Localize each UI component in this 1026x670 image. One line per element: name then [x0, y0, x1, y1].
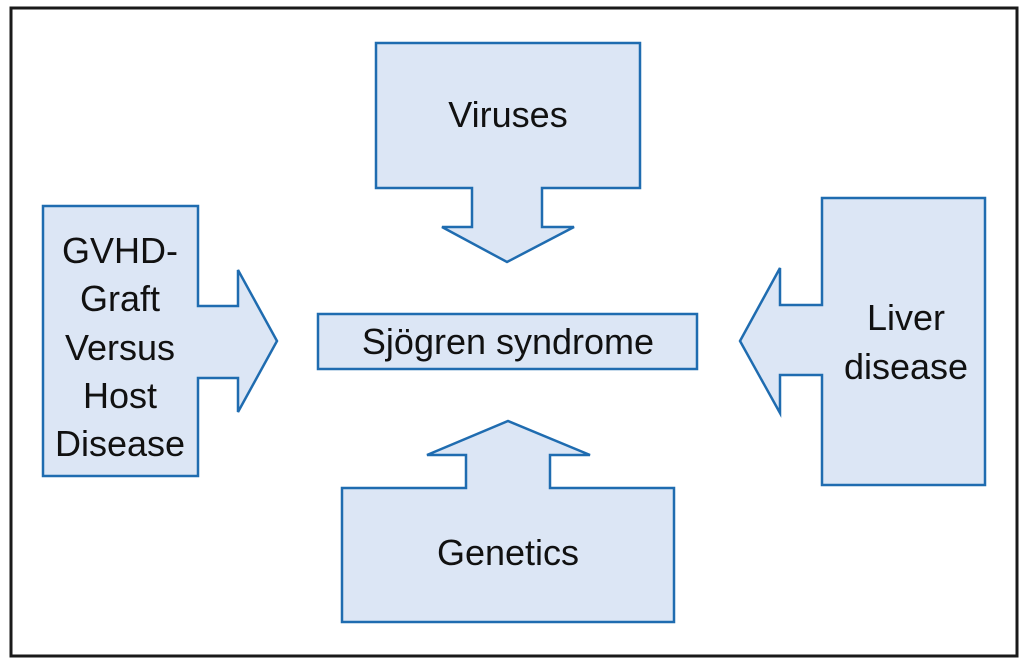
factor-bottom-arrow-box	[340, 419, 676, 624]
factor-bottom: Genetics	[340, 419, 676, 624]
center-box	[316, 312, 699, 371]
center-label: Sjögren syndrome	[362, 321, 654, 362]
factor-right: Liver disease	[738, 196, 987, 487]
factor-right-label-line-1: Liver	[867, 297, 945, 338]
center-node: Sjögren syndrome	[316, 312, 699, 371]
factor-right-label-line-2: disease	[844, 346, 968, 387]
factor-left-label-line-3: Versus	[65, 327, 175, 368]
factor-top-label: Viruses	[448, 94, 567, 135]
factor-right-arrow-box	[738, 196, 987, 487]
factor-left-label-line-2: Graft	[80, 278, 160, 319]
factor-top: Viruses	[374, 41, 642, 264]
factor-left-label-line-5: Disease	[55, 423, 185, 464]
factor-left: GVHD- Graft Versus Host Disease	[41, 204, 279, 478]
factor-top-arrow-box	[374, 41, 642, 264]
factor-bottom-label: Genetics	[437, 532, 579, 573]
factor-left-label-line-4: Host	[83, 375, 157, 416]
factor-left-arrow-box	[41, 204, 279, 478]
factor-left-label-line-1: GVHD-	[62, 230, 178, 271]
